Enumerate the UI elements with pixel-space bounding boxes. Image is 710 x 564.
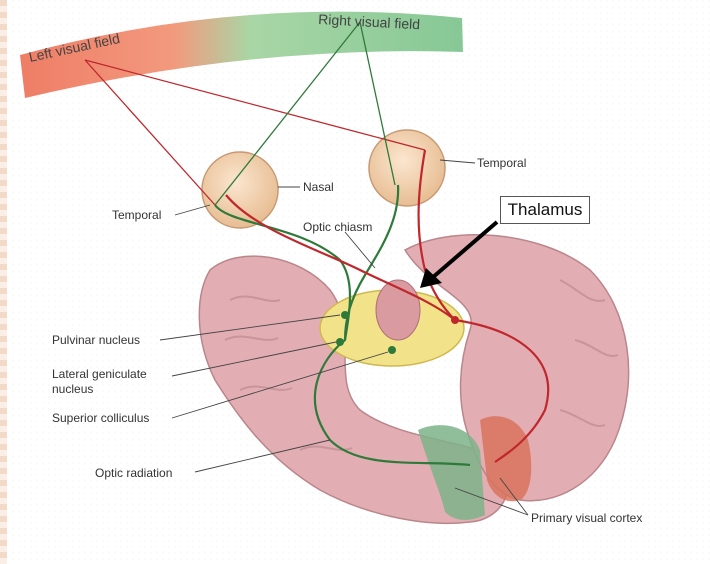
right-eye — [369, 130, 445, 206]
superior-colliculus-label: Superior colliculus — [52, 411, 149, 425]
thalamus-callout: Thalamus — [500, 196, 590, 224]
temporal-right-label: Temporal — [477, 156, 526, 170]
colliculus-dot — [388, 346, 396, 354]
pulvinar-dot — [341, 311, 349, 319]
pulvinar-nucleus-label: Pulvinar nucleus — [52, 333, 140, 347]
lgn-label-line2: nucleus — [52, 382, 93, 396]
left-eye — [202, 152, 278, 228]
primary-visual-cortex-label: Primary visual cortex — [531, 511, 642, 525]
optic-chiasm-label: Optic chiasm — [303, 220, 372, 234]
nasal-label: Nasal — [303, 180, 334, 194]
optic-radiation-label: Optic radiation — [95, 466, 172, 480]
lgn-dot-green — [336, 338, 344, 346]
lgn-label-line1: Lateral geniculate — [52, 367, 147, 381]
thalamus-callout-text: Thalamus — [508, 200, 583, 220]
temporal-left-label: Temporal — [112, 208, 161, 222]
lgn-dot-red — [451, 316, 459, 324]
